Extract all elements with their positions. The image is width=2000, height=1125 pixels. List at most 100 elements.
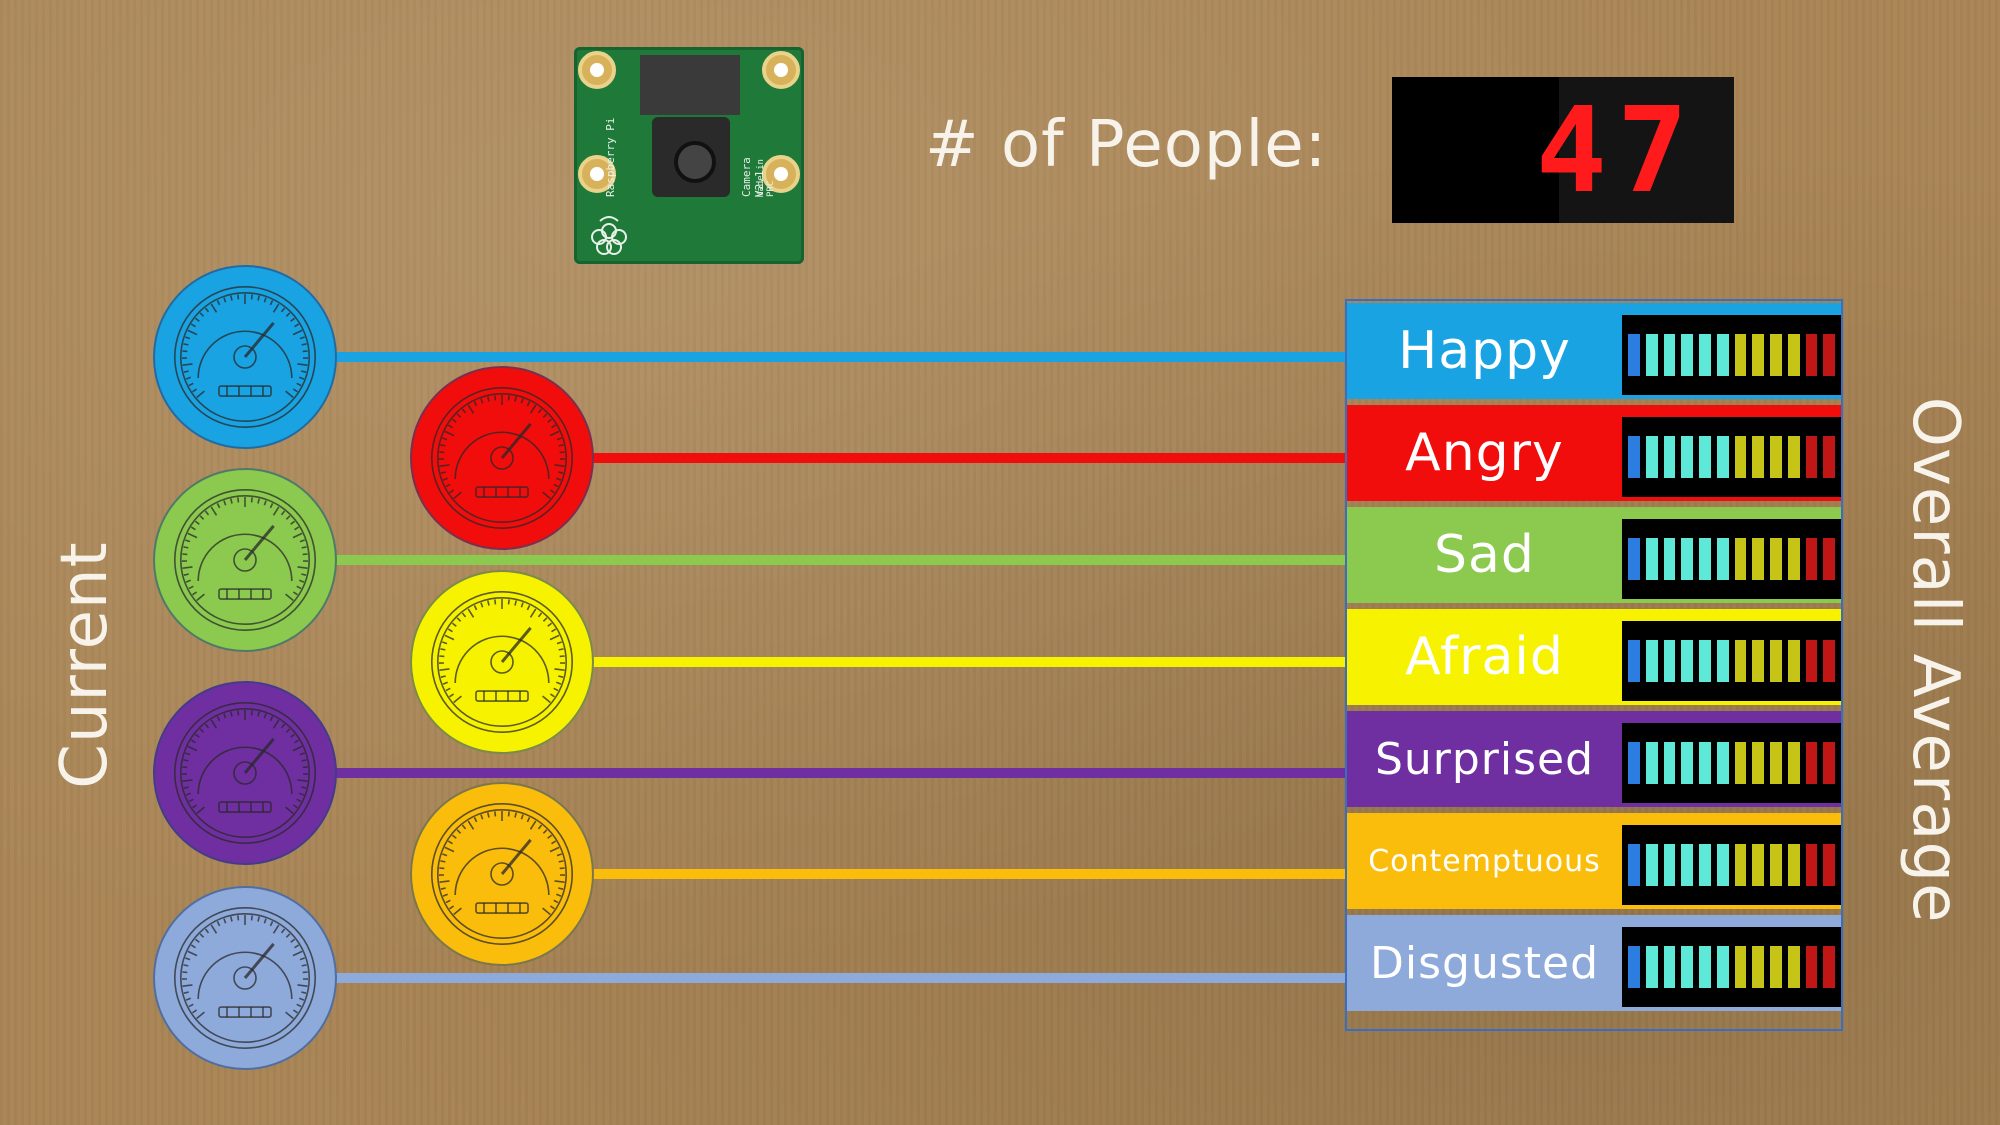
bargraph-segment (1645, 640, 1658, 682)
counter-digit-panel (1559, 77, 1734, 223)
connector-surprised (245, 768, 1345, 778)
mount-hole (578, 155, 616, 193)
bargraph-segment (1823, 844, 1835, 886)
bargraph-segment (1823, 946, 1835, 988)
bargraph-segment (1823, 334, 1835, 376)
bargraph-segment (1805, 640, 1818, 682)
bargraph-segment (1752, 946, 1764, 988)
bargraph-segment (1663, 538, 1676, 580)
bargraph-segment (1787, 538, 1800, 580)
emotion-label-afraid: Afraid (1405, 627, 1564, 687)
bargraph-segment (1734, 334, 1747, 376)
bargraph-segment (1787, 334, 1800, 376)
bargraph-segment (1770, 946, 1782, 988)
emotion-row-disgusted: Disgusted (1347, 915, 1841, 1011)
bargraph-segment (1699, 946, 1711, 988)
people-count-display: 47 (1392, 77, 1734, 223)
connector-contemptuous (502, 869, 1345, 879)
bargraph-segment (1734, 640, 1747, 682)
bargraph-contemptuous (1622, 825, 1841, 905)
bargraph-segment (1681, 640, 1693, 682)
bargraph-segment (1663, 946, 1676, 988)
bargraph-segment (1628, 538, 1640, 580)
connector-afraid (502, 657, 1345, 667)
bargraph-disgusted (1622, 927, 1841, 1007)
mount-hole (762, 155, 800, 193)
bargraph-segment (1663, 640, 1676, 682)
bargraph-segment (1770, 844, 1782, 886)
bargraph-segment (1681, 742, 1693, 784)
bargraph-segment (1770, 538, 1782, 580)
bargraph-segment (1770, 436, 1782, 478)
emotion-label-angry: Angry (1405, 423, 1564, 483)
bargraph-surprised (1622, 723, 1841, 803)
bargraph-segment (1699, 640, 1711, 682)
emotion-label-contemptuous: Contemptuous (1368, 843, 1601, 879)
camera-module (652, 117, 730, 197)
emotion-row-afraid: Afraid (1347, 609, 1841, 705)
gauge-angry-icon (410, 366, 594, 550)
bargraph-segment (1681, 436, 1693, 478)
bargraph-segment (1716, 742, 1729, 784)
bargraph-segment (1752, 742, 1764, 784)
bargraph-segment (1681, 334, 1693, 376)
gauge-sad-icon (153, 468, 337, 652)
bargraph-segment (1716, 640, 1729, 682)
bargraph-happy (1622, 315, 1841, 395)
gauge-surprised-icon (153, 681, 337, 865)
people-count-value: 47 (1535, 81, 1698, 219)
connector-sad (245, 555, 1345, 565)
bargraph-segment (1770, 640, 1782, 682)
gauge-contemptuous-icon (410, 782, 594, 966)
emotion-row-contemptuous: Contemptuous (1347, 813, 1841, 909)
raspberry-logo-icon (591, 216, 627, 255)
bargraph-segment (1645, 538, 1658, 580)
bargraph-segment (1645, 334, 1658, 376)
bargraph-segment (1645, 946, 1658, 988)
bargraph-segment (1734, 742, 1747, 784)
gauge-happy-icon (153, 265, 337, 449)
bargraph-segment (1628, 640, 1640, 682)
bargraph-segment (1663, 436, 1676, 478)
bargraph-segment (1716, 538, 1729, 580)
bargraph-segment (1787, 844, 1800, 886)
bargraph-segment (1787, 640, 1800, 682)
bargraph-segment (1805, 946, 1818, 988)
connector-angry (502, 453, 1345, 463)
camera-lens-icon (674, 141, 716, 183)
bargraph-segment (1734, 946, 1747, 988)
board-made-text: Made in PRC (756, 159, 776, 197)
bargraph-segment (1699, 538, 1711, 580)
bargraph-segment (1787, 742, 1800, 784)
bargraph-segment (1628, 334, 1640, 376)
bargraph-segment (1628, 742, 1640, 784)
bargraph-segment (1716, 334, 1729, 376)
people-count-label: # of People: (925, 108, 1328, 182)
bargraph-segment (1787, 946, 1800, 988)
emotion-row-surprised: Surprised (1347, 711, 1841, 807)
bargraph-segment (1645, 742, 1658, 784)
bargraph-segment (1663, 844, 1676, 886)
bargraph-segment (1752, 334, 1764, 376)
emotion-row-sad: Sad (1347, 507, 1841, 603)
bargraph-segment (1628, 844, 1640, 886)
overall-average-axis-label: Overall Average (1898, 396, 1972, 924)
bargraph-segment (1699, 742, 1711, 784)
bargraph-segment (1787, 436, 1800, 478)
bargraph-segment (1681, 844, 1693, 886)
bargraph-segment (1716, 844, 1729, 886)
bargraph-segment (1770, 334, 1782, 376)
bargraph-segment (1770, 742, 1782, 784)
emotion-label-disgusted: Disgusted (1369, 937, 1600, 989)
bargraph-segment (1645, 844, 1658, 886)
bargraph-segment (1805, 844, 1818, 886)
bargraph-segment (1734, 844, 1747, 886)
emotion-row-angry: Angry (1347, 405, 1841, 501)
bargraph-segment (1716, 946, 1729, 988)
emotion-label-surprised: Surprised (1374, 733, 1595, 785)
emotion-label-happy: Happy (1398, 321, 1571, 381)
mount-hole (578, 51, 616, 89)
bargraph-segment (1681, 538, 1693, 580)
